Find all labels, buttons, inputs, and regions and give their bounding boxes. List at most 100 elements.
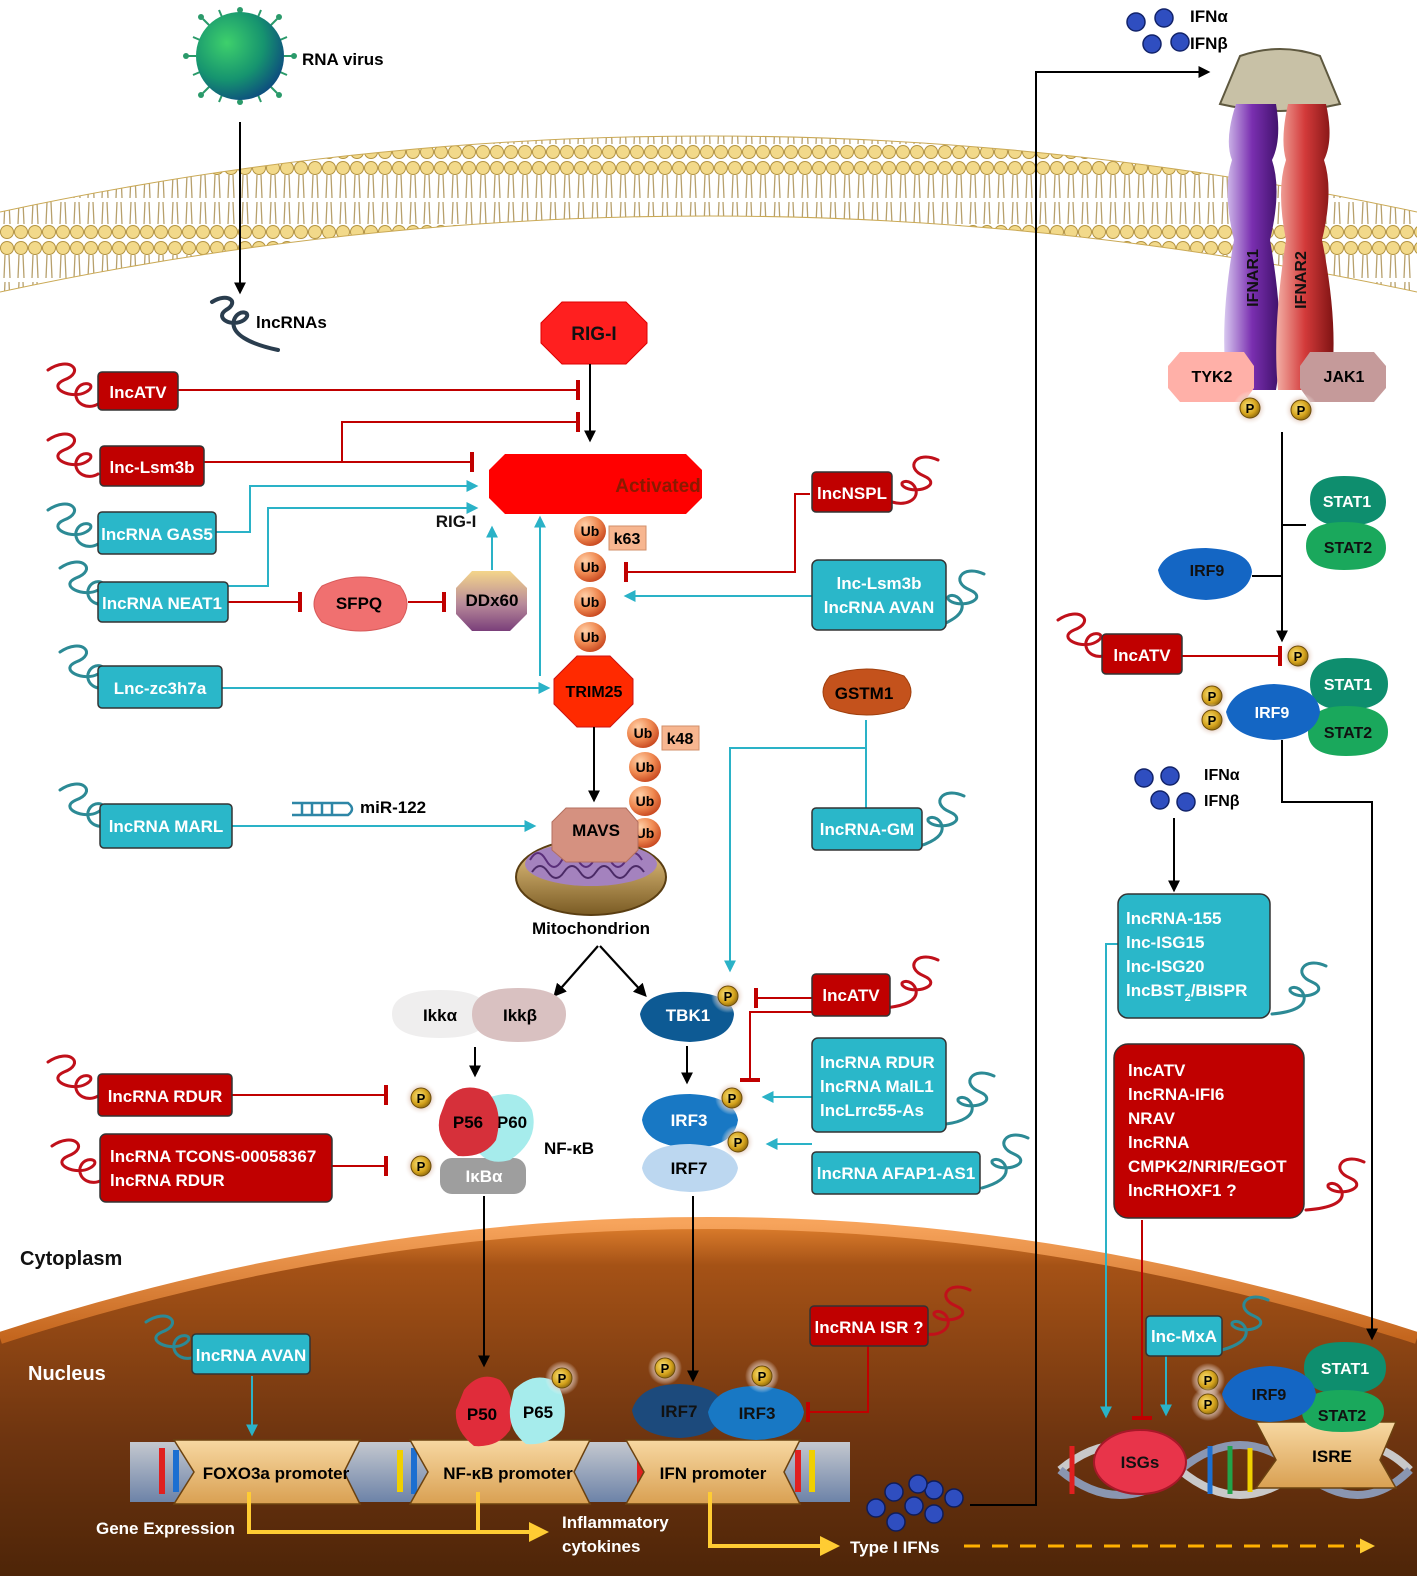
mavs-node	[551, 807, 639, 863]
lncrna-neat1-label: lncRNA NEAT1	[102, 594, 222, 613]
irf9-label: IRF9	[1190, 563, 1225, 580]
isgf3-nuclear-arrow	[1281, 740, 1378, 1341]
p-label: P	[758, 1369, 767, 1384]
lncrna-mall1-label: lncRNA MalL1	[820, 1077, 934, 1096]
nucleus-label: Nucleus	[28, 1363, 106, 1385]
lnc-zc3h7a-label: Lnc-zc3h7a	[114, 679, 207, 698]
lncatv-label: lncATV	[1128, 1061, 1186, 1080]
isg-inhibitor-group-box	[1113, 1043, 1305, 1219]
lncnspl-label: lncNSPL	[817, 484, 887, 503]
ifnar1-receptor	[1224, 104, 1280, 390]
sfpq-label: SFPQ	[336, 594, 382, 613]
stat2-label: STAT2	[1324, 725, 1372, 742]
lncatv-box	[97, 371, 179, 411]
ub-label: Ub	[581, 629, 600, 645]
p65-label: P65	[523, 1403, 553, 1422]
foxo3a-promoter-label: FOXO3a promoter	[203, 1464, 350, 1483]
k48-label: k48	[667, 731, 694, 748]
lncrna-neat1-box	[97, 581, 229, 623]
irf7-label: IRF7	[671, 1159, 708, 1178]
rig-i-node	[540, 301, 648, 365]
irf3-nuclear-label: IRF3	[739, 1404, 776, 1423]
irf3-label: IRF3	[671, 1111, 708, 1130]
p-label: P	[1208, 689, 1217, 704]
phosphate-group	[404, 391, 1318, 1421]
irf9-node	[1222, 1366, 1316, 1422]
ifnb-label-mid: IFNβ	[1204, 793, 1240, 810]
ikka-node	[392, 990, 488, 1038]
type1-ifns-label: Type I IFNs	[850, 1538, 939, 1557]
tbk1-node	[640, 991, 734, 1042]
isgs-label: ISGs	[1121, 1453, 1160, 1472]
rna-virus-label: RNA virus	[302, 50, 384, 69]
lncrna-marl-box	[99, 803, 233, 849]
ifnar1-label: IFNAR1	[1245, 249, 1262, 307]
lncrna-rdur-label: lncRNA RDUR	[108, 1087, 223, 1106]
rig-i-label: RIG-I	[571, 324, 616, 345]
ub-label: Ub	[634, 725, 653, 741]
ub-label: Ub	[636, 793, 655, 809]
irf3-nuclear-node	[708, 1386, 804, 1440]
to-tbk1-arrow	[599, 945, 647, 997]
lncrna-155-label: lncRNA-155	[1126, 909, 1221, 928]
ifn-promoter-label: IFN promoter	[660, 1464, 767, 1483]
mitochondrion-label: Mitochondrion	[532, 919, 650, 938]
stat1-label: STAT1	[1324, 677, 1372, 694]
trim25-label: TRIM25	[566, 684, 623, 701]
to-ikk-arrow	[553, 945, 599, 997]
p-label: P	[724, 989, 733, 1004]
p56-label: P56	[453, 1113, 483, 1132]
p-label: P	[1204, 1397, 1213, 1412]
ifnar2-receptor	[1276, 104, 1334, 390]
lncrna-avan-label: lncRNA AVAN	[824, 598, 935, 617]
ikkb-node	[472, 988, 566, 1042]
p-label: P	[417, 1159, 426, 1174]
stat1-node	[1310, 658, 1388, 710]
lncrnas-label: lncRNAs	[256, 313, 327, 332]
p-label: P	[417, 1091, 426, 1106]
irf9-node	[1158, 548, 1252, 600]
lnc-lsm3b-label: lnc-Lsm3b	[109, 458, 194, 477]
lnc-isg15-label: lnc-ISG15	[1126, 933, 1204, 952]
k48-tag	[661, 725, 700, 751]
p-label: P	[1297, 403, 1306, 418]
lncrna-rdur-box	[97, 1073, 233, 1117]
irf9-label: IRF9	[1252, 1387, 1287, 1404]
ub-label: Ub	[636, 759, 655, 775]
lncrna-tcons-label: lncRNA TCONS-00058367	[110, 1147, 316, 1166]
cmpk2-nrir-egot-label: CMPK2/NRIR/EGOT	[1128, 1157, 1287, 1176]
p50-label: P50	[467, 1405, 497, 1424]
lnclrrc55-as-label: lncLrrc55-As	[820, 1101, 924, 1120]
ifn-promoter-ribbon	[624, 1439, 802, 1505]
ub-label: Ub	[581, 594, 600, 610]
stat1-node	[1304, 1342, 1386, 1394]
p-label: P	[1208, 713, 1217, 728]
inflammatory-label-line2: cytokines	[562, 1537, 640, 1556]
sfpq-node	[313, 576, 408, 632]
p-label: P	[1246, 401, 1255, 416]
ub-label: Ub	[636, 825, 655, 841]
p50-node	[455, 1376, 513, 1447]
phosphate-labels: P P P P P P P P P P P P P P P	[417, 401, 1306, 1412]
lncrna-afap1-box	[811, 1151, 981, 1195]
ifn-molecules-mid	[1134, 766, 1196, 812]
lncatv-label: lncATV	[822, 986, 880, 1005]
stat2-node	[1302, 1390, 1384, 1432]
lncatv-right-box	[1101, 633, 1183, 675]
lncrna-isr-label: lncRNA ISR ?	[815, 1318, 924, 1337]
lncrna-gm-box	[811, 807, 923, 851]
stat1-label: STAT1	[1321, 1361, 1369, 1378]
lncrna-afap1-label: lncRNA AFAP1-AS1	[817, 1164, 975, 1183]
lnc-mxa-label: lnc-MxA	[1151, 1327, 1217, 1346]
nfkb-label: NF-κB	[544, 1139, 594, 1158]
ifnar2-label: IFNAR2	[1293, 251, 1310, 309]
mir-122-label: miR-122	[360, 798, 426, 817]
lncrhoxf1-label: lncRHOXF1 ?	[1128, 1181, 1237, 1200]
activated-label: Activated	[615, 476, 701, 497]
ikba-label: IκBα	[466, 1167, 503, 1186]
lncrna-rdur-group-box	[811, 1037, 947, 1133]
cytoplasm-label: Cytoplasm	[20, 1248, 122, 1270]
lncrna-label: lncRNA	[1128, 1133, 1189, 1152]
lnc-lsm3b-avan-box	[811, 559, 947, 631]
